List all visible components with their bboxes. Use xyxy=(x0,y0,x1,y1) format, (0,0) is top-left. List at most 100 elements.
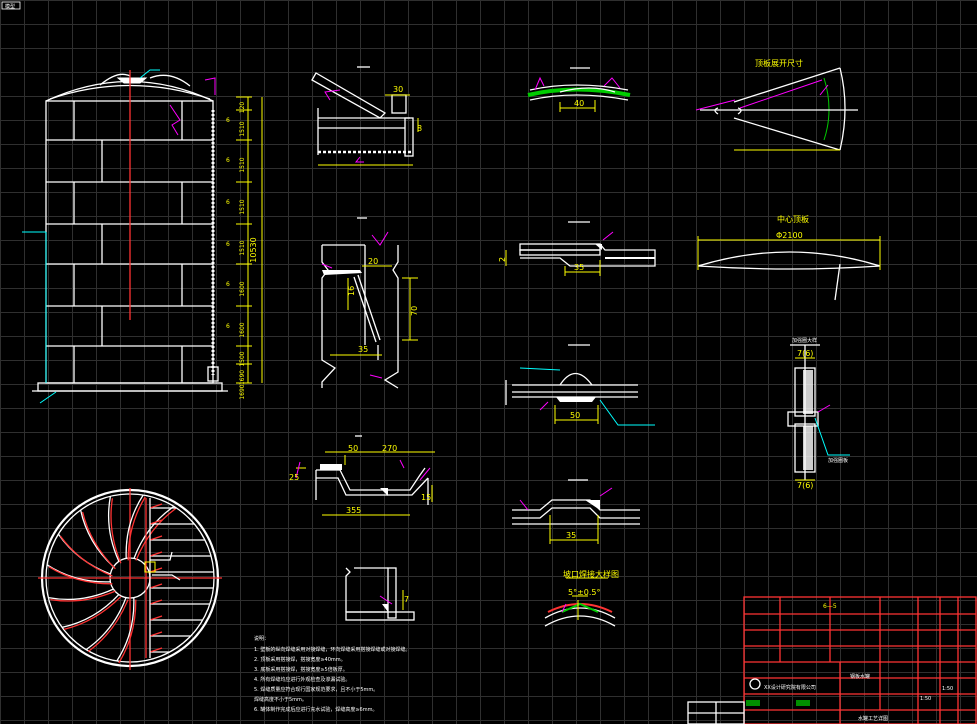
bottom-plate-weld xyxy=(149,631,163,637)
center-roof-plate xyxy=(697,236,881,301)
weld-mark-label: 6 xyxy=(226,281,230,288)
tank-dim-label: 1510 xyxy=(239,199,246,214)
bottom-edge-dim-4: 25 xyxy=(289,473,299,482)
stiffener-title: 加强圈大样 xyxy=(792,337,817,344)
note-line: 焊缝高度不小于5mm。 xyxy=(254,696,307,703)
roof-segment-line xyxy=(116,597,135,662)
bottom-plate-weld xyxy=(149,647,163,653)
detail-lap-2 xyxy=(505,221,656,276)
lap-2-dim-1: 35 xyxy=(574,263,584,272)
weld-mark-label: 6 xyxy=(226,199,230,206)
groove-dim: 5°±0.5° xyxy=(568,588,601,597)
bottom-plate-weld xyxy=(149,599,163,605)
note-line: 4. 所有焊缝均应进行外观检查及渗漏试验。 xyxy=(254,676,350,683)
tank-dim-label: 1600 xyxy=(239,281,246,296)
roof-segment-line xyxy=(85,597,127,651)
stiffener-dim-2: 7(6) xyxy=(797,481,813,490)
note-line: 6. 罐体制作完成后应进行充水试验，焊缝高度≥6mm。 xyxy=(254,706,377,713)
tank-weld-marks: 6 6 6 6 6 6 xyxy=(226,117,230,330)
corner-dim: 7 xyxy=(404,595,409,604)
model-tab-label: 模型 xyxy=(5,3,15,10)
stiffener-detail xyxy=(787,344,850,481)
bottom-edge-dim-3: 355 xyxy=(346,506,361,515)
bottom-edge-dim-2: 270 xyxy=(382,444,397,453)
leader-line xyxy=(152,574,181,581)
butt-weld-dim: 50 xyxy=(570,411,580,420)
roof-segment-line xyxy=(125,494,144,559)
center-plate-dim: Φ2100 xyxy=(776,231,803,240)
sump-marker xyxy=(144,561,156,573)
bottom-plate-weld xyxy=(149,503,163,509)
weld-mark-label: 6 xyxy=(226,241,230,248)
wall-joint-dim-2: 35 xyxy=(358,345,368,354)
leader-line xyxy=(150,551,173,561)
lap-1-dim: 40 xyxy=(574,99,584,108)
drawing-title: 水罐工艺详图 xyxy=(858,715,888,722)
roof-segment-line xyxy=(61,594,120,629)
detail-bottom-edge xyxy=(295,435,435,516)
weld-mark-label: 6 xyxy=(226,157,230,164)
bottom-plate-weld xyxy=(149,615,163,621)
roof-plate-title: 顶板展开尺寸 xyxy=(755,58,803,68)
wall-joint-dim-1: 20 xyxy=(368,257,378,266)
roof-segment-weld xyxy=(135,507,177,561)
roof-segment-weld xyxy=(110,498,122,564)
bottom-plate-weld xyxy=(149,551,163,557)
bent-lap-dim: 35 xyxy=(566,531,576,540)
roof-segment-weld xyxy=(87,599,129,653)
tank-plan-view xyxy=(38,488,222,670)
bottom-plate-weld xyxy=(149,567,163,573)
roof-plate-layout xyxy=(695,67,858,151)
tank-dim-label: 1690 xyxy=(239,384,246,399)
roof-segment-weld xyxy=(118,599,137,664)
sheet-number: 6—5 xyxy=(823,603,837,610)
weld-mark-label: 6 xyxy=(226,323,230,330)
weld-mark-label: 6 xyxy=(226,117,230,124)
note-line: 1. 壁板的纵向焊缝采用对接焊缝，环向焊缝采用搭接焊缝或对接焊缝。 xyxy=(254,646,410,653)
bottom-edge-dim-1: 50 xyxy=(348,444,358,453)
bottom-plate-weld xyxy=(149,583,163,589)
stiffener-dim-1: 7(6) xyxy=(797,349,813,358)
model-tab[interactable]: 模型 xyxy=(1,1,21,10)
roof-segment-weld xyxy=(48,566,113,585)
roof-segment-line xyxy=(46,564,111,583)
roof-segment-line xyxy=(48,588,114,601)
roof-edge-dim-2: 8 xyxy=(417,124,422,133)
plan-bottom-plates xyxy=(144,498,214,658)
notes-title: 说明： xyxy=(254,635,269,642)
groove-title: 坡口焊接大样图 xyxy=(563,569,619,579)
tank-dim-label: 1600 xyxy=(239,322,246,337)
tank-dim-label: 1510 xyxy=(239,240,246,255)
lap-2-dim-2: 2 xyxy=(498,257,507,262)
detail-lap-1 xyxy=(527,67,631,112)
title-block xyxy=(687,596,977,724)
tank-dim-label: 1690 xyxy=(239,370,246,385)
tank-dim-label: 1500 xyxy=(239,351,246,366)
note-line: 5. 焊缝质量应符合现行国家规范要求，且不小于5mm。 xyxy=(254,686,378,693)
roof-segment-line xyxy=(107,496,120,562)
note-line: 3. 底板采用搭接焊，搭接宽度≥5倍板厚。 xyxy=(254,666,348,673)
roof-segment-weld xyxy=(63,596,122,631)
sheet-value: 1:50 xyxy=(942,686,953,692)
general-notes: 说明： 1. 壁板的纵向焊缝采用对接焊缝，环向焊缝采用搭接焊缝或对接焊缝。 2. … xyxy=(254,635,410,713)
roof-segment-weld xyxy=(127,496,146,561)
stiffener-leader: 加强圈板 xyxy=(828,457,848,464)
scale-value: 1:50 xyxy=(920,696,931,702)
detail-bent-lap xyxy=(512,479,640,544)
roof-edge-dim-1: 30 xyxy=(393,85,403,94)
note-line: 2. 顶板采用搭接焊，搭接宽度≥40mm。 xyxy=(254,656,346,663)
total-height-label: 10530 xyxy=(249,237,258,262)
detail-roof-edge xyxy=(311,66,419,166)
roof-segment-weld xyxy=(50,590,116,602)
bottom-edge-dim-5: 15 xyxy=(421,493,431,502)
bottom-plate-weld xyxy=(149,535,163,541)
wall-joint-dim-3: 16 xyxy=(347,286,356,296)
company-name: XX设计研究院有限公司 xyxy=(764,684,816,691)
tank-dim-label: 1510 xyxy=(239,121,246,136)
detail-groove xyxy=(544,577,616,627)
project-name: 钢板水罐 xyxy=(850,673,870,680)
tank-elevation xyxy=(22,69,263,404)
